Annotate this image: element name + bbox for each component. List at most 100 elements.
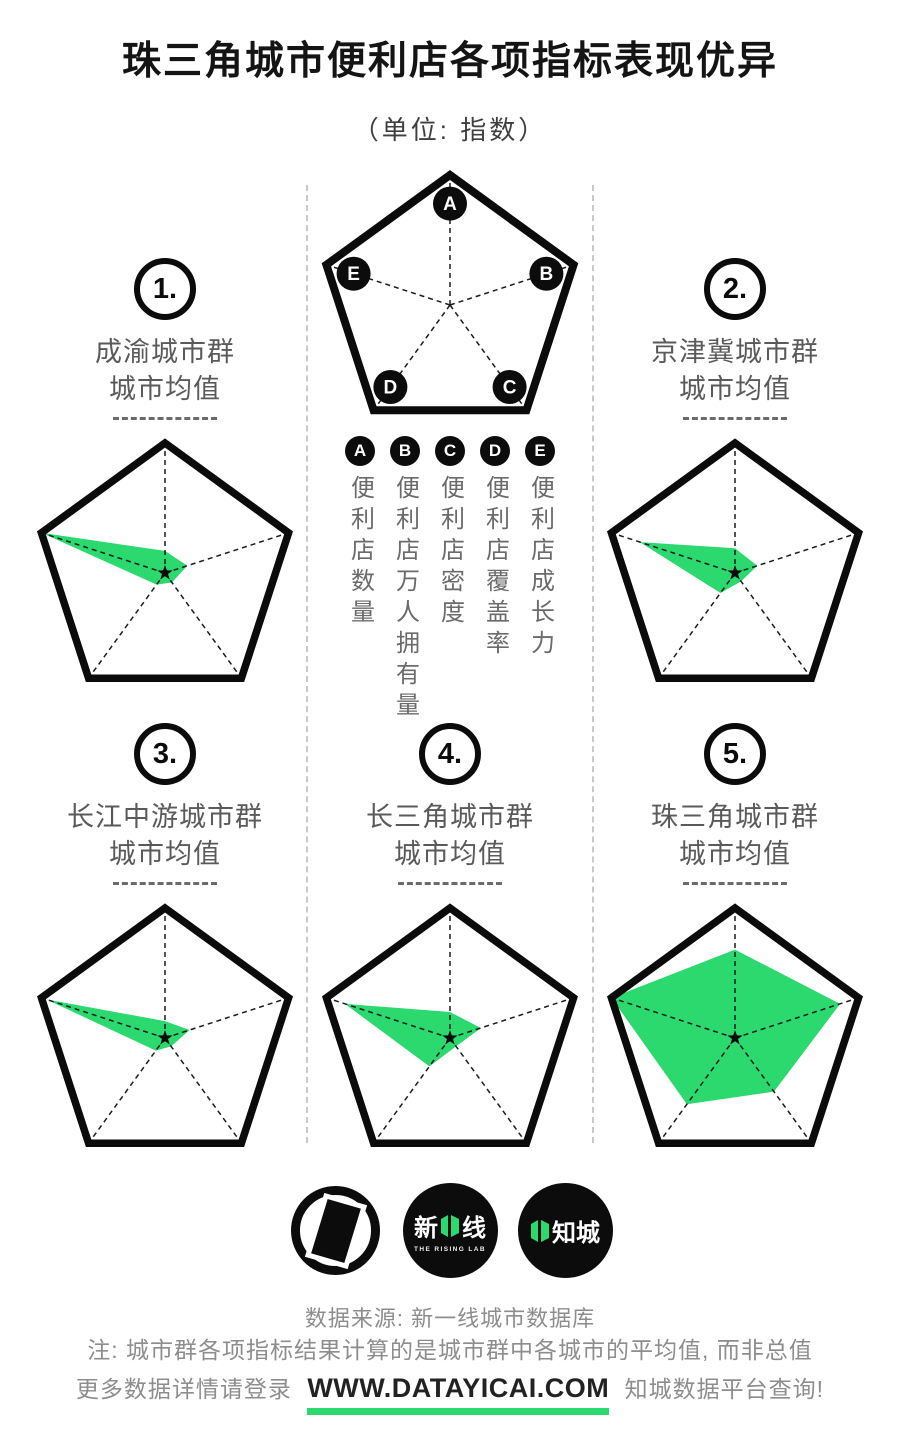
legend-key-badge: A — [345, 436, 375, 466]
legend-pentagon-chart: A B C D E — [321, 170, 579, 415]
legend-item-label: 便利店成长力 — [526, 475, 554, 661]
dashed-divider — [398, 882, 502, 885]
rising-lab-logo: 新 线 THE RISING LAB — [402, 1183, 498, 1278]
radar-axis-line — [164, 532, 289, 574]
pentagon-outline — [321, 170, 579, 415]
zhicheng-logo-text: 知城 — [530, 1213, 600, 1248]
radar-axis-line — [372, 1037, 451, 1144]
svg-text:E: E — [347, 264, 360, 285]
legend-vertex-badge: C — [492, 370, 527, 404]
rising-lab-right-char: 线 — [462, 1215, 486, 1242]
page-title: 珠三角城市便利店各项指标表现优异 — [121, 40, 778, 83]
data-source-line: 数据来源: 新一线城市数据库 — [304, 1306, 596, 1331]
radar-axis-line — [449, 997, 574, 1039]
radar-chart — [606, 438, 864, 682]
radar-chart — [606, 903, 864, 1147]
chart-title-line: 城市均值 — [679, 839, 791, 869]
zhicheng-one-icon — [531, 1219, 549, 1242]
radar-axis-line — [611, 532, 736, 574]
legend-pentagon: A B C D E — [305, 165, 595, 430]
rising-lab-left-char: 新 — [414, 1215, 438, 1242]
radar-chart — [36, 438, 294, 682]
radar-axis-line — [657, 572, 736, 679]
radar-axis-line — [87, 572, 166, 679]
radar-chart-container — [600, 435, 870, 685]
radar-area — [639, 542, 758, 593]
legend-item: E 便利店成长力 — [518, 436, 563, 723]
center-star-icon — [727, 1030, 743, 1045]
rising-lab-one-icon — [441, 1214, 459, 1237]
radar-area — [344, 1003, 481, 1067]
pentagon-outline — [36, 903, 294, 1147]
chart-card-chengyu: 1. 成渝城市群 城市均值 — [15, 258, 315, 685]
chart-number-badge: 4. — [419, 723, 481, 785]
svg-text:B: B — [540, 264, 554, 285]
radar-axis-line — [164, 572, 243, 679]
radar-area — [41, 532, 188, 585]
radar-axis-line — [611, 997, 736, 1039]
radar-axis-line — [326, 997, 451, 1039]
radar-axis-line — [657, 1037, 736, 1144]
legend-vertex-badge: D — [373, 370, 408, 404]
pentagon-outline — [321, 903, 579, 1147]
legend-key-badge: D — [480, 436, 510, 466]
chart-title: 成渝城市群 城市均值 — [95, 334, 235, 408]
radar-axis-line — [734, 1037, 813, 1144]
chart-card-changjiangzhongyou: 3. 长江中游城市群 城市均值 — [15, 723, 315, 1150]
legend-item: A 便利店数量 — [338, 436, 383, 723]
chart-title-line: 城市均值 — [109, 374, 221, 404]
column-divider-right — [592, 185, 594, 1143]
legend-item: D 便利店覆盖率 — [473, 436, 518, 723]
chart-card-jingjinji: 2. 京津冀城市群 城市均值 — [585, 258, 885, 685]
radar-chart-container — [30, 435, 300, 685]
legend-vertex-badge: A — [433, 186, 467, 221]
radar-axis-line — [41, 997, 166, 1039]
rising-lab-logo-text: 新 线 — [414, 1208, 486, 1243]
legend-key-badge: E — [525, 436, 555, 466]
chart-title: 长江中游城市群 城市均值 — [67, 799, 263, 873]
radar-axis-line — [164, 997, 289, 1039]
legend-item-label: 便利店覆盖率 — [481, 475, 509, 661]
cta-line: 更多数据详情请登录 WWW.DATAYICAI.COM 知城数据平台查询! — [0, 1370, 900, 1415]
radar-area — [46, 999, 190, 1051]
legend-items: A 便利店数量 B 便利店万人拥有量 C 便利店密度 D 便利店覆盖率 E 便利… — [338, 436, 563, 723]
svg-text:A: A — [443, 194, 457, 215]
footer-logos: 新 线 THE RISING LAB 知城 — [0, 1183, 900, 1278]
radar-axis-line — [734, 532, 859, 574]
rising-lab-subtitle: THE RISING LAB — [414, 1246, 486, 1253]
radar-axis-line — [164, 1037, 243, 1144]
yicai-logo-icon — [290, 1186, 380, 1275]
chart-title-line: 长江中游城市群 — [67, 802, 263, 832]
dashed-divider — [683, 882, 787, 885]
chart-title-line: 珠三角城市群 — [651, 802, 819, 832]
zhicheng-logo: 知城 — [517, 1183, 613, 1278]
center-star-icon — [442, 1030, 458, 1045]
legend-item: C 便利店密度 — [428, 436, 473, 723]
pentagon-outline — [606, 903, 864, 1147]
radar-axis-line — [449, 1037, 528, 1144]
chart-number-badge: 2. — [704, 258, 766, 320]
radar-chart-container — [600, 900, 870, 1150]
cta-prefix: 更多数据详情请登录 — [75, 1376, 292, 1402]
center-star-icon — [157, 565, 173, 580]
pentagon-outline — [36, 438, 294, 682]
chart-card-changsanjiao: 4. 长三角城市群 城市均值 — [300, 723, 600, 1150]
chart-title: 长三角城市群 城市均值 — [366, 799, 534, 873]
radar-area — [611, 949, 841, 1105]
legend-item-label: 便利店数量 — [346, 475, 374, 630]
legend-item-label: 便利店万人拥有量 — [391, 475, 419, 723]
radar-axis-line — [734, 572, 813, 679]
chart-card-zhusanjiao: 5. 珠三角城市群 城市均值 — [585, 723, 885, 1150]
cta-url-link[interactable]: WWW.DATAYICAI.COM — [307, 1373, 610, 1415]
legend-vertex-badge: B — [529, 256, 564, 291]
radar-chart-container — [315, 900, 585, 1150]
radar-chart-container — [30, 900, 300, 1150]
cta-suffix: 知城数据平台查询! — [624, 1376, 825, 1402]
chart-title-line: 京津冀城市群 — [651, 337, 819, 367]
legend-vertex-badge: E — [336, 256, 371, 291]
svg-text:C: C — [503, 378, 517, 399]
center-star-icon — [727, 565, 743, 580]
note-line: 注: 城市群各项指标结果计算的是城市群中各城市的平均值, 而非总值 — [87, 1337, 813, 1363]
